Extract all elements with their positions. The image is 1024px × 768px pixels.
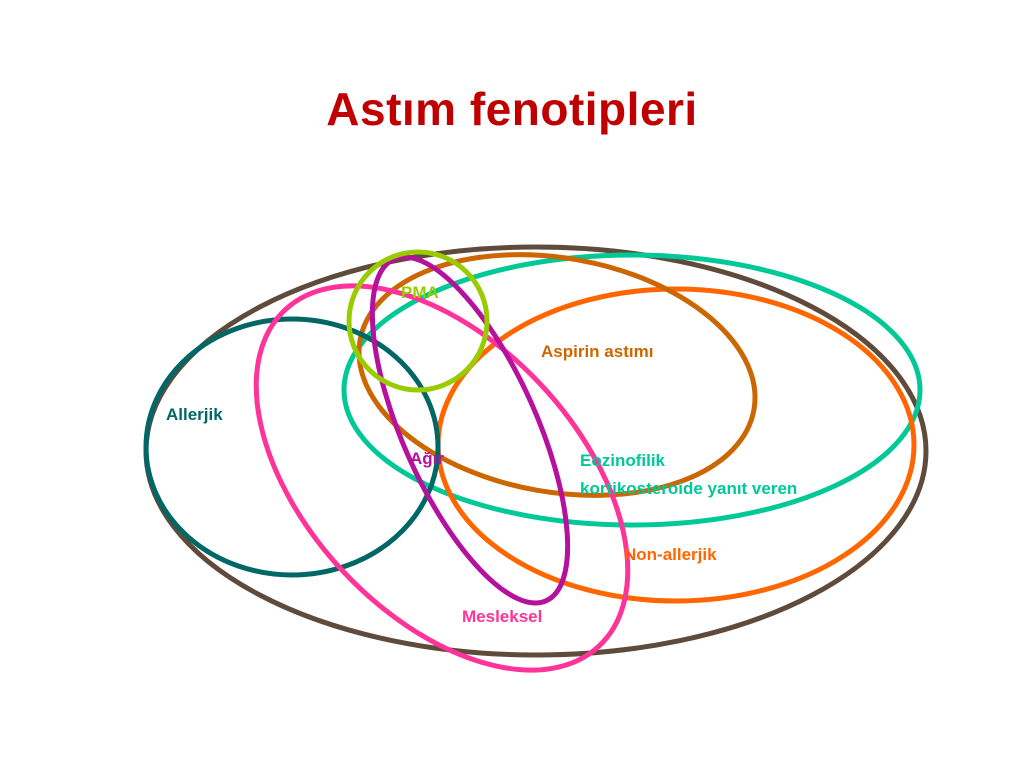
- aspirin-ellipse: [356, 252, 758, 498]
- pma-circle: [346, 249, 490, 393]
- allerjik-label: Allerjik: [166, 405, 223, 424]
- eozinofilik-ellipse: [341, 252, 923, 528]
- eozinofilik-label-line2: kortikosteroide yanıt veren: [580, 479, 797, 498]
- mesleksel-label: Mesleksel: [462, 607, 542, 626]
- agir-label: Ağır: [410, 449, 444, 468]
- aspirin-label: Aspirin astımı: [541, 342, 653, 361]
- allerjik-ellipse: [143, 316, 441, 578]
- asthma-outer-ellipse: [143, 244, 929, 658]
- pma-label: PMA: [401, 283, 439, 302]
- eozinofilik-label-line1: Eozinofilik: [580, 451, 666, 470]
- non-allerjik-label: Non-allerjik: [624, 545, 717, 564]
- page-title: Astım fenotipleri: [326, 83, 698, 135]
- agir-ellipse: [369, 254, 571, 606]
- mesleksel-ellipse: [253, 283, 631, 673]
